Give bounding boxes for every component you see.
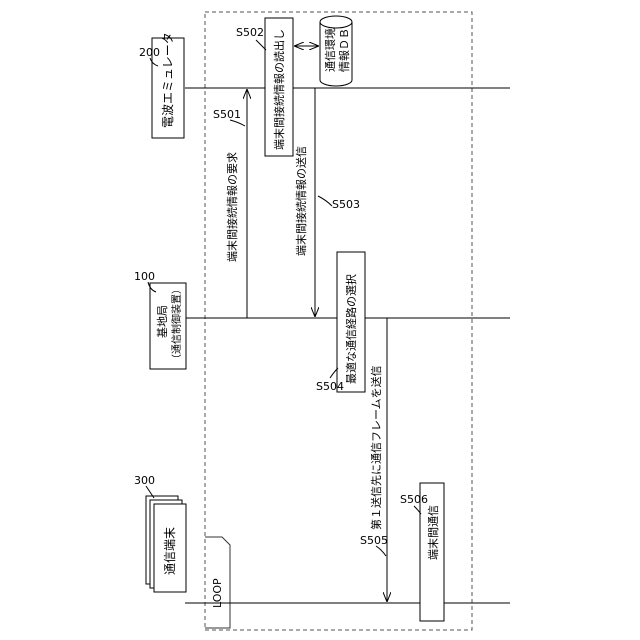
s503-leader [318, 196, 332, 206]
s505-text: 第１送信先に通信フレームを送信 [369, 365, 383, 530]
s506-text: 端末間通信 [426, 505, 440, 560]
database-label-line2: 情報ＤＢ [338, 28, 351, 72]
s506-id: S506 [400, 493, 428, 506]
s501-text: 端末間接続情報の要求 [225, 152, 239, 262]
s503-text: 端末間接続情報の送信 [294, 146, 308, 256]
base-station-ref: 100 [134, 270, 155, 283]
base-station-label-line2: （通信制御装置） [170, 284, 183, 364]
emulator-label: 電波エミュレータ [161, 32, 175, 128]
s502-id: S502 [236, 26, 264, 39]
s504-id: S504 [316, 380, 344, 393]
s505-id: S505 [360, 534, 388, 547]
base-station-label-line1: 基地局 [156, 305, 169, 338]
s503-id: S503 [332, 198, 360, 211]
s501-id: S501 [213, 108, 241, 121]
s502-text: 端末間接続情報の読出し [272, 29, 286, 150]
terminal-ref: 300 [134, 474, 155, 487]
s505-leader [376, 546, 386, 556]
terminal-label: 通信端末 [163, 527, 177, 575]
emulator-ref: 200 [139, 46, 160, 59]
database-label-line1: 通信環境 [323, 28, 337, 72]
s504-text: 最適な通信経路の選択 [344, 274, 358, 384]
